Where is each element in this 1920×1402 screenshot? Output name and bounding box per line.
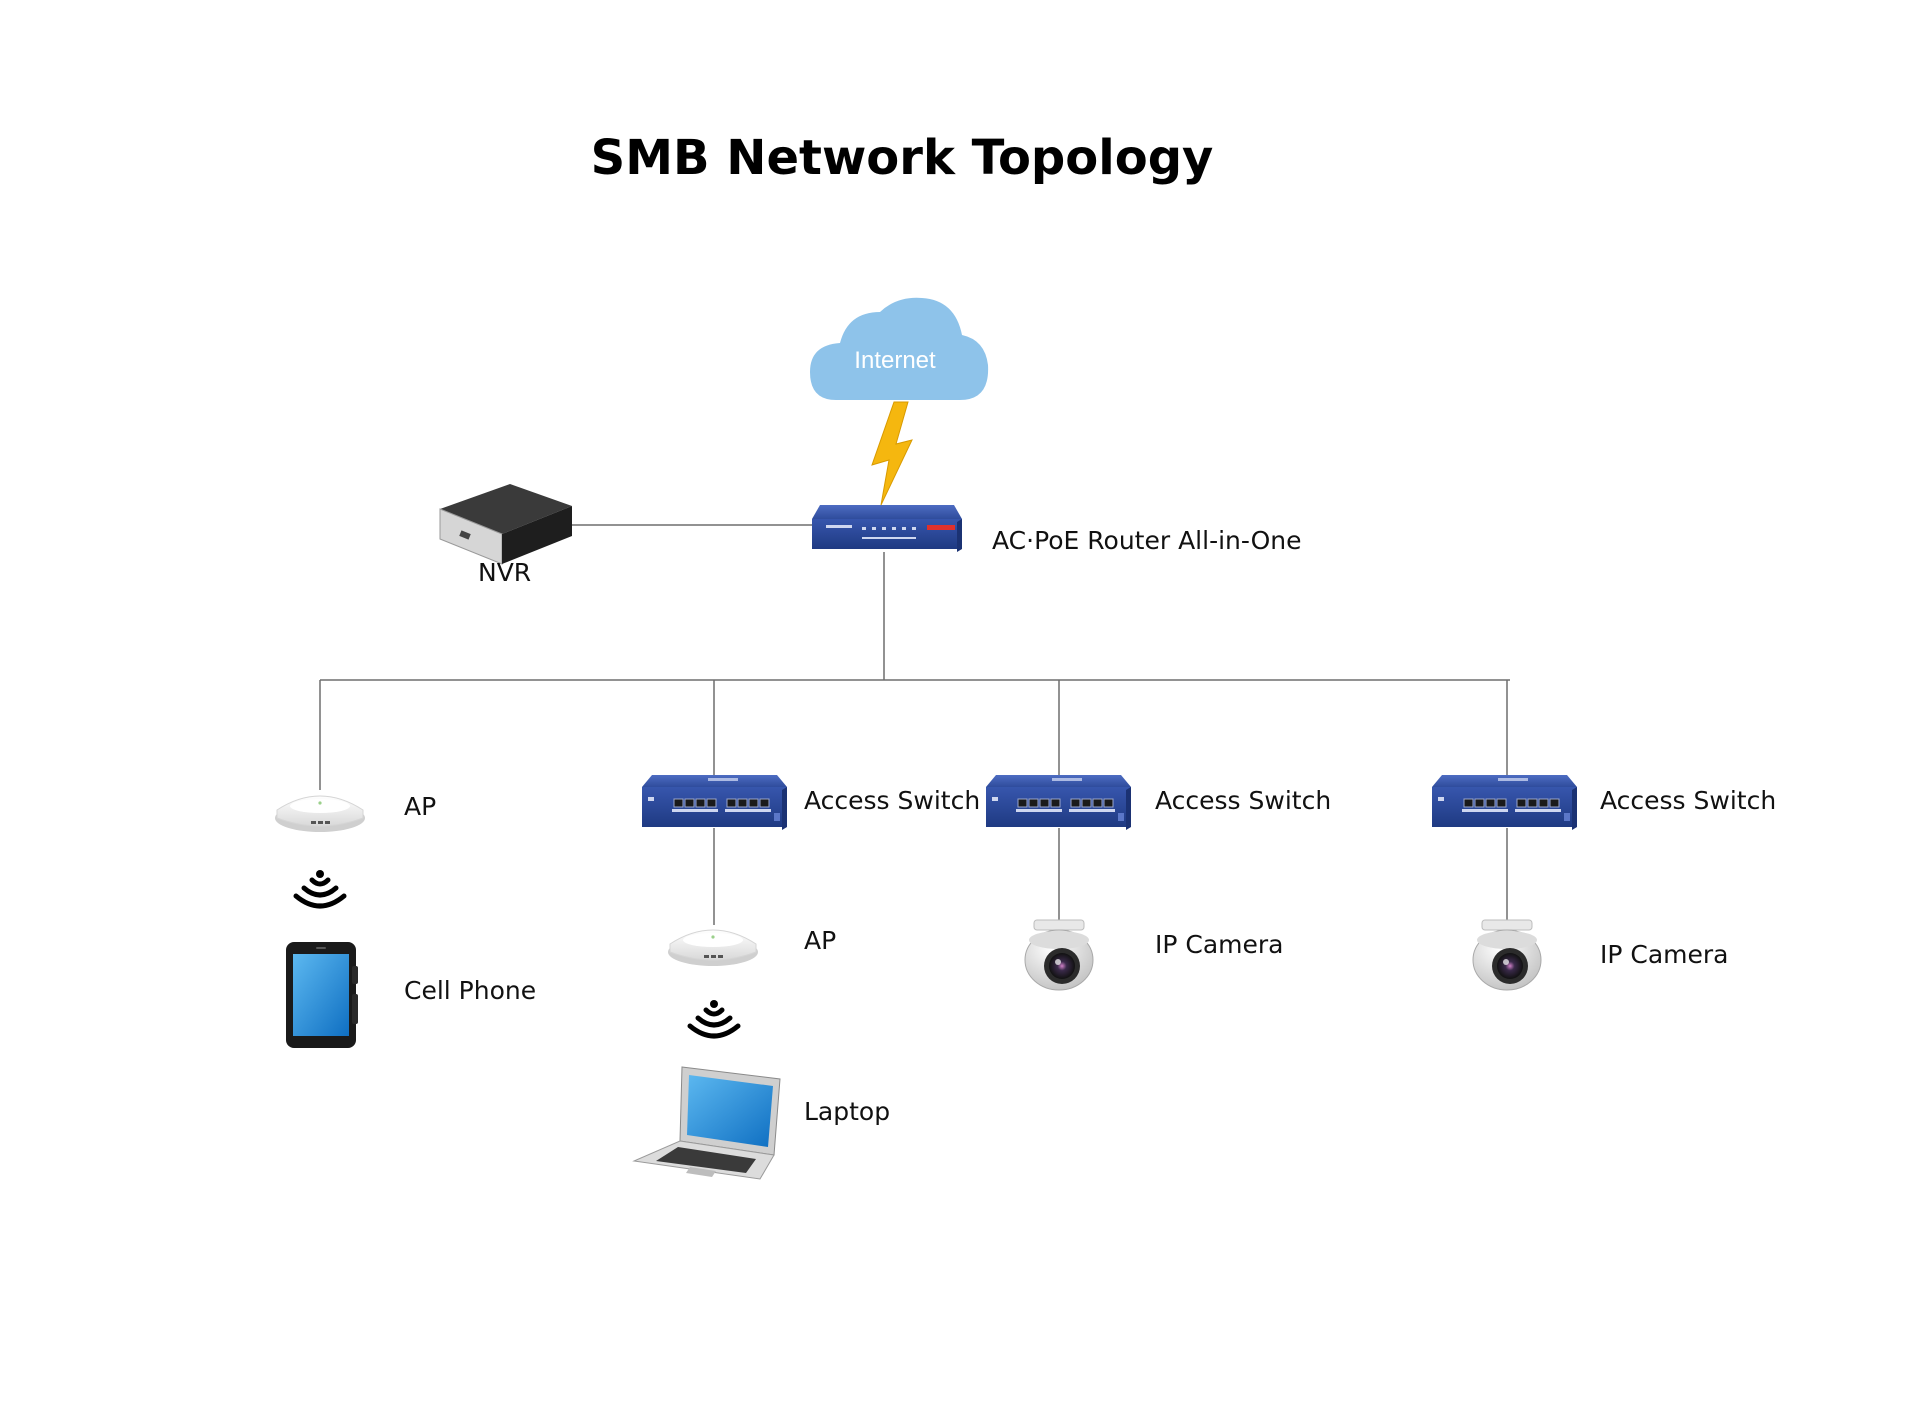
wifi-signal-icon: [296, 870, 344, 906]
lightning-icon: [871, 401, 913, 506]
laptop-icon: [632, 1066, 781, 1180]
access-point-icon: [667, 929, 759, 967]
ip-camera-icon: [1472, 919, 1542, 991]
switch-label-2: Access Switch: [1155, 786, 1332, 815]
cloud-icon: Internet: [810, 297, 989, 400]
switch-label-3: Access Switch: [1600, 786, 1777, 815]
router-label: AC·PoE Router All-in-One: [992, 526, 1302, 555]
access-point-icon: [274, 795, 366, 833]
ip-camera-icon: [1024, 919, 1094, 991]
switch-icon: [1431, 774, 1578, 831]
switch-icon: [985, 774, 1132, 831]
laptop-label: Laptop: [804, 1097, 891, 1126]
connection-lines: [319, 524, 1510, 925]
ap-label-left: AP: [404, 792, 437, 821]
cloud-label: Internet: [854, 347, 936, 374]
router-icon: [812, 505, 962, 552]
switch-icon: [641, 774, 788, 831]
diagram-title: SMB Network Topology: [590, 130, 1214, 186]
wifi-signal-icon: [690, 1000, 738, 1036]
ap-label-mid: AP: [804, 926, 837, 955]
camera-label-1: IP Camera: [1155, 930, 1284, 959]
nvr-icon: [439, 484, 572, 565]
cell-phone-icon: [286, 942, 358, 1048]
camera-label-2: IP Camera: [1600, 940, 1729, 969]
nvr-label: NVR: [478, 558, 532, 587]
switch-label-1: Access Switch: [804, 786, 981, 815]
cell-phone-label: Cell Phone: [404, 976, 537, 1005]
